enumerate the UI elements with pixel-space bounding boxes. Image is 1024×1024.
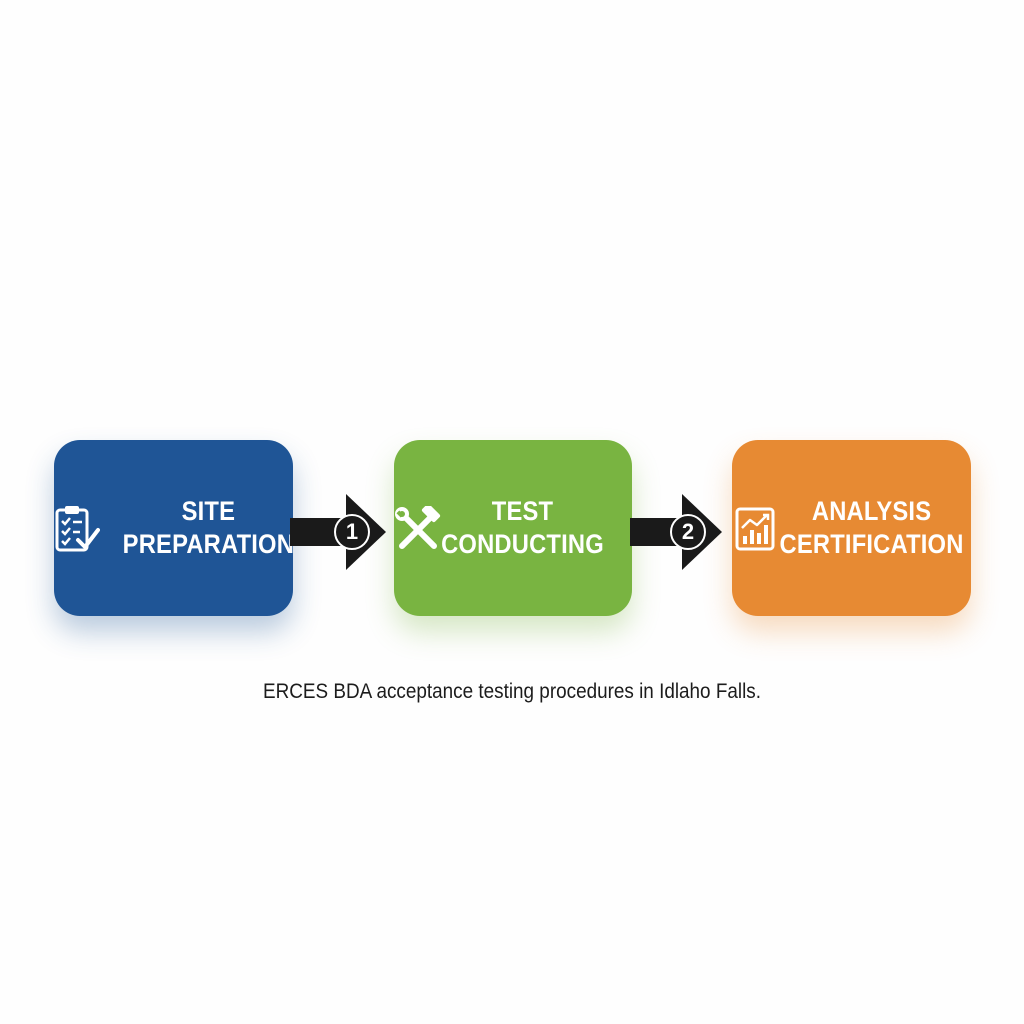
step-number-2: 2 <box>681 519 695 544</box>
step-test-conducting: TEST CONDUCTING <box>394 440 632 616</box>
wrench-hammer-icon <box>395 506 441 549</box>
clipboard-check-icon <box>55 506 100 552</box>
step-label-line-1: ANALYSIS <box>811 496 932 526</box>
step-label: TEST CONDUCTING <box>441 495 604 561</box>
diagram-caption: ERCES BDA acceptance testing procedures … <box>263 680 761 703</box>
arrow-right-icon <box>630 494 722 570</box>
step-label-line-1: SITE <box>181 496 236 526</box>
chart-report-icon <box>735 507 775 551</box>
step-site-preparation: SITE PREPARATION <box>54 440 294 616</box>
arrow-right-icon <box>290 494 386 570</box>
step-label-line-1: TEST <box>491 496 553 526</box>
step-label: SITE PREPARATION <box>123 495 294 561</box>
step-analysis-certification: ANALYSIS CERTIFICATION <box>732 440 971 616</box>
step-label-line-2: CERTIFICATION <box>779 529 964 559</box>
arrow-connector-2: 2 <box>630 494 722 570</box>
step-number-1: 1 <box>345 519 359 544</box>
step-label-line-2: PREPARATION <box>122 529 295 559</box>
step-label: ANALYSIS CERTIFICATION <box>779 495 963 561</box>
arrow-connector-1: 1 <box>290 494 386 570</box>
step-label-line-2: CONDUCTING <box>440 529 604 559</box>
